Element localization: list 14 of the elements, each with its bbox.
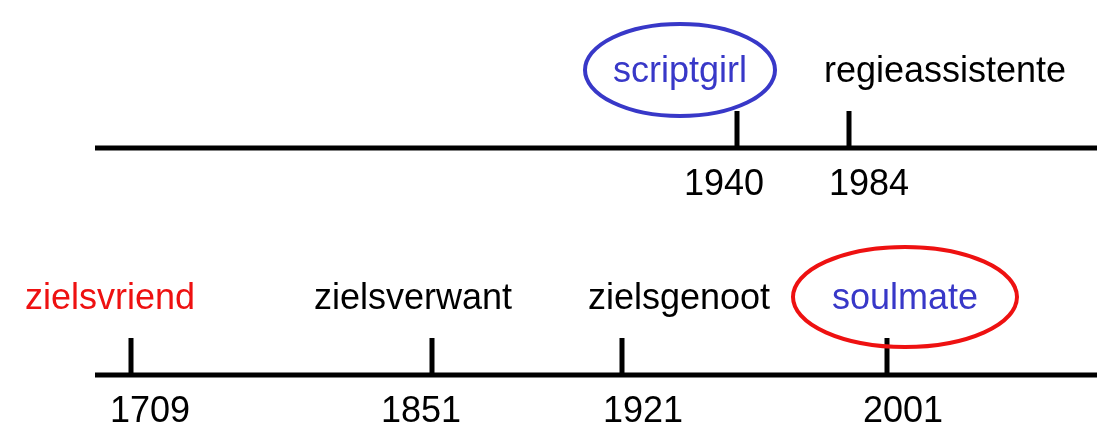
highlight-ellipse [789,243,1021,351]
highlight-ellipse [581,20,779,120]
year-label: 1984 [828,163,910,203]
term-label: soulmate [831,277,979,317]
term-label: zielsvriend [24,277,196,317]
year-label: 1709 [109,390,191,429]
term-label: zielsgenoot [587,277,771,317]
term-label: scriptgirl [613,50,747,90]
year-label: 2001 [862,390,944,429]
year-label: 1851 [380,390,462,429]
year-label: 1940 [683,163,765,203]
term-label: regieassistente [823,50,1067,90]
year-label: 1921 [602,390,684,429]
term-label: zielsverwant [313,277,513,317]
